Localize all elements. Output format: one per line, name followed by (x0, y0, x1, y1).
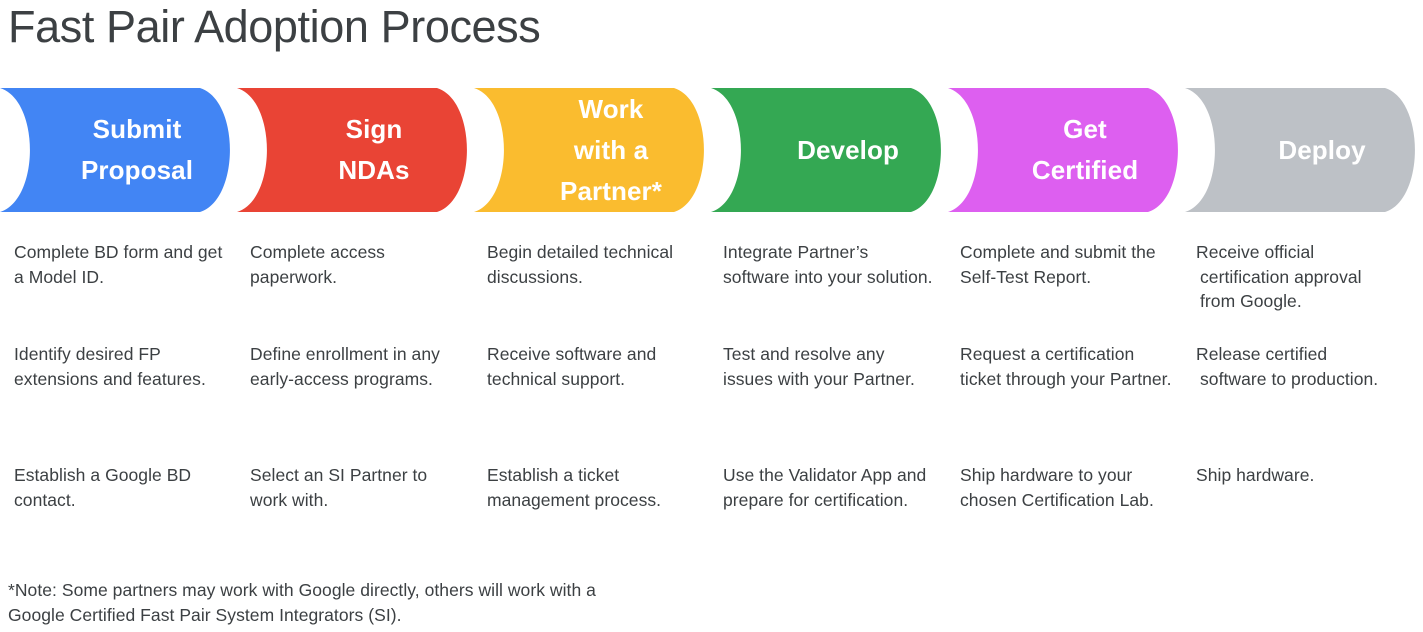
chevron-fill (948, 88, 1178, 212)
step-item: Establish a Google BD contact. (14, 465, 192, 510)
step-item: Complete and submit the Self-Test Report… (960, 242, 1156, 287)
step-item: Establish a ticket management process. (487, 465, 662, 510)
chevron-step-label: Work with a Partner* (560, 93, 662, 206)
step-item: Complete BD form and get a Model ID. (14, 242, 223, 287)
chevron-shape-icon (0, 88, 230, 212)
process-steps-grid: Complete BD form and get a Model ID. Iden… (0, 232, 1423, 552)
chevron-shape-icon (237, 88, 467, 212)
step-item: Complete access paperwork. (250, 242, 385, 287)
footnote-note: *Note: Some partners may work with Googl… (8, 580, 596, 625)
step-item: Ship hardware to your chosen Certificati… (960, 465, 1154, 510)
step-item: Identify desired FP extensions and featu… (14, 344, 206, 389)
chevron-step-label: Deploy (1278, 134, 1366, 165)
chevron-fill (711, 88, 941, 212)
process-chevron-banner: Submit Proposal Sign NDAs Work with a Part… (0, 88, 1423, 212)
step-item: Use the Validator App and prepare for ce… (723, 465, 927, 510)
chevron-fill (1185, 88, 1415, 212)
chevron-step-6[interactable]: Deploy (1185, 88, 1423, 212)
chevron-fill (237, 88, 467, 212)
chevron-shape-icon (948, 88, 1178, 212)
page-title: Fast Pair Adoption Process (8, 1, 541, 52)
step-item: Receive software and technical support. (487, 344, 657, 389)
step-item: Receive official certification approval … (1196, 242, 1362, 311)
step-item: Begin detailed technical discussions. (487, 242, 674, 287)
step-item: Release certified software to production… (1196, 344, 1379, 389)
chevron-shape-icon (1185, 88, 1415, 212)
step-item: Test and resolve any issues with your Pa… (723, 344, 915, 389)
chevron-step-5[interactable]: Get Certified (948, 88, 1186, 212)
chevron-step-3[interactable]: Work with a Partner* (474, 88, 712, 212)
chevron-shape-icon (711, 88, 941, 212)
chevron-step-label: Develop (797, 134, 899, 165)
chevron-step-label: Get Certified (1031, 114, 1139, 185)
chevron-shape-icon (474, 88, 704, 212)
chevron-step-label: Sign NDAs (338, 114, 410, 185)
step-item: Select an SI Partner to work with. (250, 465, 428, 510)
step-item: Request a certification ticket through y… (960, 344, 1172, 389)
chevron-step-1[interactable]: Submit Proposal (0, 88, 238, 212)
chevron-step-2[interactable]: Sign NDAs (237, 88, 475, 212)
chevron-fill (474, 88, 704, 212)
step-item: Define enrollment in any early-access pr… (250, 344, 440, 389)
step-item: Ship hardware. (1196, 465, 1315, 485)
step-item: Integrate Partner’s software into your s… (723, 242, 933, 287)
chevron-step-4[interactable]: Develop (711, 88, 949, 212)
chevron-step-label: Submit Proposal (80, 114, 194, 185)
chevron-fill (0, 88, 230, 212)
